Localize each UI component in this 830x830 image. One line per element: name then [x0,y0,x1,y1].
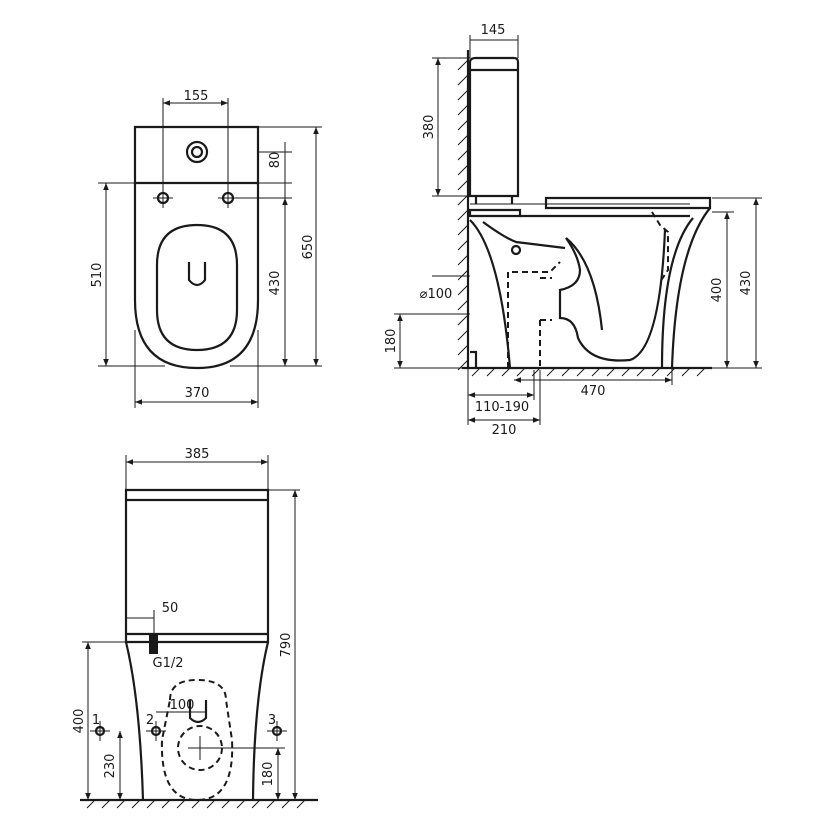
tank-outline-top [133,125,260,185]
dim-430: 430 [268,271,283,296]
wall-hatch [457,59,469,371]
seat-lid-side [544,196,712,210]
bowl-front-outline [670,207,711,369]
dim-50: 50 [162,601,179,616]
dim-385: 385 [185,447,210,462]
bowl-rear-inner [482,221,566,250]
point-label-3: 3 [268,713,276,728]
rim-dashed [651,211,669,283]
dim-210: 210 [492,423,517,438]
point-label-1: 1 [92,713,100,728]
dim-155: 155 [184,89,209,104]
dim-145: 145 [481,23,506,38]
drain-slot [187,262,207,287]
inlet-valve-icon [149,634,158,654]
flush-button-inner-icon [190,145,204,159]
tank-outline-front [124,488,270,644]
flush-button-icon [185,140,209,164]
outlet-slot-front [188,700,208,724]
dim-470: 470 [581,384,606,399]
pedestal-outline-front [124,641,145,801]
point-label-2: 2 [146,713,154,728]
dim-510: 510 [90,263,105,288]
dim-dia-100: ⌀100 [420,287,453,302]
tank-outline-side [468,56,520,198]
front-view: 1 2 3 385 50 G1/2 790 100 400 230 180 [72,447,318,809]
dim-370: 370 [185,386,210,401]
inlet-label: G1/2 [153,656,184,671]
bowl-cavity [558,229,667,362]
top-view: 155 80 650 430 510 370 [90,89,322,408]
dim-110-190: 110-190 [475,400,529,415]
dim-380: 380 [422,115,437,140]
dim-80: 80 [268,152,283,169]
floor-hatch-front [86,799,306,809]
side-bolt-icon [510,244,522,256]
dim-400-side: 400 [710,278,725,303]
dim-400-front: 400 [72,709,87,734]
seat-inner-outline [155,223,239,352]
dim-430-side: 430 [739,271,754,296]
outlet-dashed-outline [160,678,234,802]
side-view: 145 380 ⌀100 180 400 430 470 110-190 [384,23,762,438]
bowl-outline-top [133,183,260,370]
bowl-rim-side [468,208,522,218]
dim-230: 230 [103,754,118,779]
bowl-rear-outline [469,219,512,369]
dim-650: 650 [301,235,316,260]
dim-180-front: 180 [261,762,276,787]
bowl-front-inner [660,217,694,369]
bowl-cavity-back [565,237,604,331]
floor-hatch-side [471,367,706,377]
dim-100: 100 [170,698,195,713]
dim-180-side: 180 [384,329,399,354]
trap-dashed [507,261,561,368]
dim-790: 790 [279,633,294,658]
